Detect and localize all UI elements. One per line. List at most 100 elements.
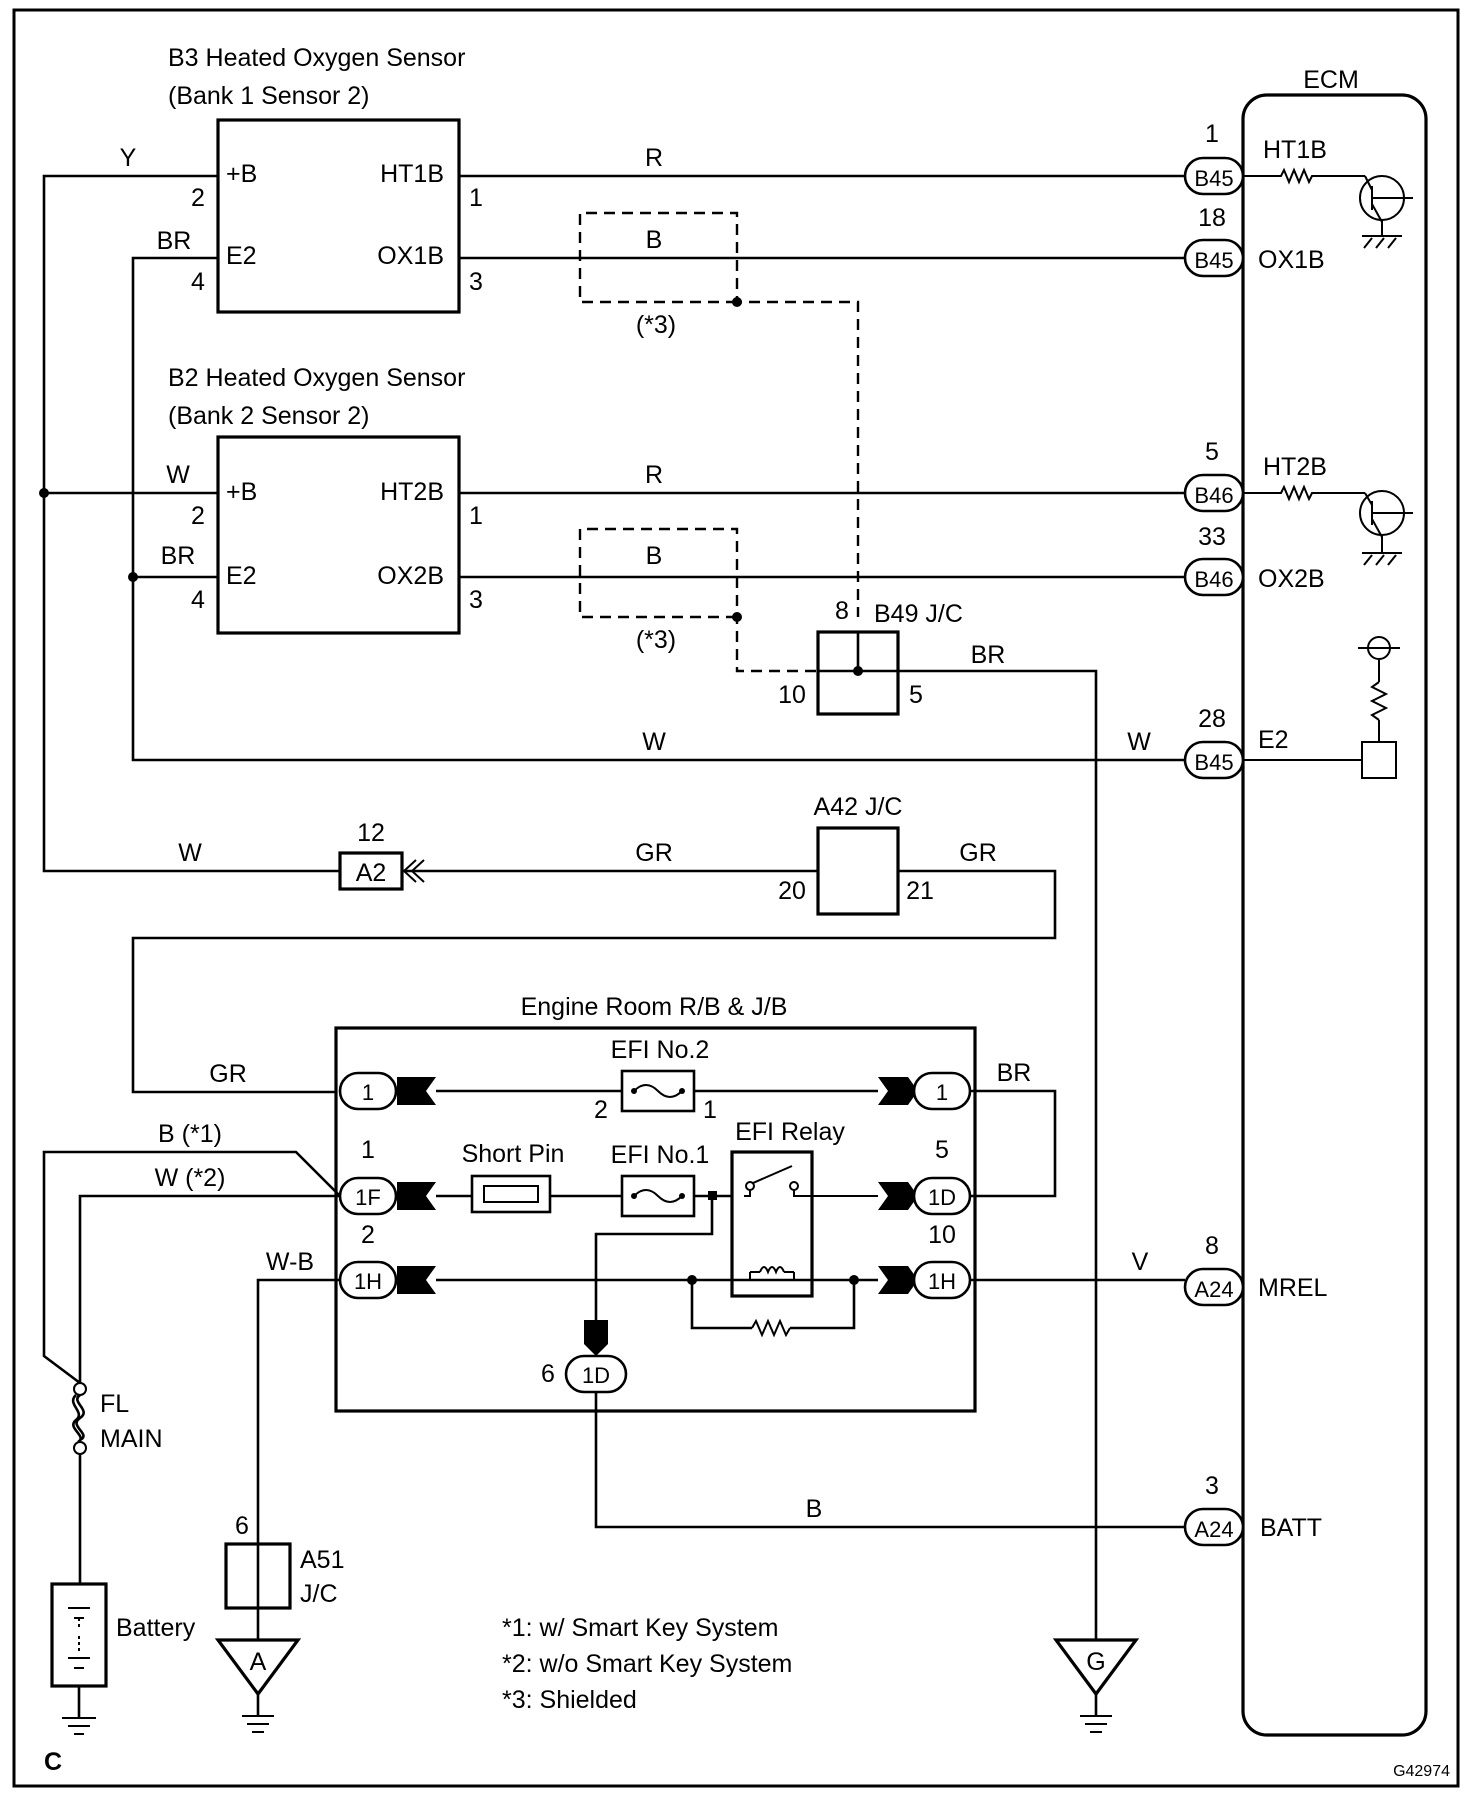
wire-color: W xyxy=(642,728,666,756)
wire-color: BR xyxy=(971,641,1006,669)
b2-oxygen-sensor: B2 Heated Oxygen Sensor (Bank 2 Sensor 2… xyxy=(168,364,483,635)
ground-a: A xyxy=(214,1638,302,1733)
svg-text:B45: B45 xyxy=(1194,248,1233,273)
svg-text:1F: 1F xyxy=(355,1185,381,1210)
b2-pin-number: 4 xyxy=(191,586,205,614)
a2-connector: A2 12 W GR xyxy=(178,819,818,891)
relay-block-connector-left-1: 1 xyxy=(338,1071,436,1111)
wire-color: BR xyxy=(161,542,196,570)
svg-text:3: 3 xyxy=(1205,1472,1219,1500)
efi-no2-pin: 2 xyxy=(594,1096,608,1124)
shield-label: (*3) xyxy=(636,311,676,339)
wire-color: GR xyxy=(635,839,673,867)
power-wiring: BR GR V B B (*1) W (*2) W-B xyxy=(42,1059,1185,1544)
a2-pin: 12 xyxy=(357,819,385,847)
b3-pin-number: 2 xyxy=(191,184,205,212)
wire-color: B xyxy=(646,542,663,570)
svg-text:A24: A24 xyxy=(1194,1517,1233,1542)
efi-no2-fuse: EFI No.2 2 1 xyxy=(594,1036,717,1124)
ecm-title: ECM xyxy=(1303,66,1359,94)
short-pin-label: Short Pin xyxy=(462,1140,565,1168)
svg-text:6: 6 xyxy=(541,1360,555,1388)
svg-text:OX2B: OX2B xyxy=(1258,565,1325,593)
b49-junction: B49 J/C 8 10 5 BR xyxy=(778,597,1098,1680)
b3-pin-ht1b: HT1B xyxy=(380,160,444,188)
relay-block-connector-1h-right: 1H 10 xyxy=(878,1221,972,1300)
wire-color: R xyxy=(645,144,663,172)
svg-text:5: 5 xyxy=(1205,438,1219,466)
svg-text:E2: E2 xyxy=(1258,726,1289,754)
wire-color: R xyxy=(645,461,663,489)
wire-color: GR xyxy=(209,1060,247,1088)
a51-label: J/C xyxy=(300,1580,338,1608)
svg-text:BATT: BATT xyxy=(1260,1514,1322,1542)
a51-junction: 6 A51 J/C xyxy=(224,1512,344,1640)
ecm-connector-mrel: A24 8 MREL xyxy=(1183,1232,1328,1307)
wire-color: B (*1) xyxy=(158,1120,222,1148)
svg-text:OX1B: OX1B xyxy=(1258,246,1325,274)
b2-sensor-subtitle: (Bank 2 Sensor 2) xyxy=(168,402,370,430)
wire-color: W-B xyxy=(266,1248,314,1276)
wire-color: B xyxy=(806,1495,823,1523)
sensor-wiring: Y BR R B W BR R B W W xyxy=(39,144,1185,873)
relay-block-connector-1h-left: 1H 2 xyxy=(338,1221,436,1300)
b49-pin: 5 xyxy=(909,681,923,709)
svg-text:2: 2 xyxy=(361,1221,375,1249)
shield-label: (*3) xyxy=(636,626,676,654)
svg-text:33: 33 xyxy=(1198,523,1226,551)
svg-text:5: 5 xyxy=(935,1136,949,1164)
wire-color: B xyxy=(646,226,663,254)
ecm-connector-ht2b: B46 5 HT2B xyxy=(1183,438,1327,513)
svg-text:B46: B46 xyxy=(1194,483,1233,508)
svg-text:28: 28 xyxy=(1198,705,1226,733)
svg-text:B46: B46 xyxy=(1194,567,1233,592)
b3-pin-number: 3 xyxy=(469,268,483,296)
b49-label: B49 J/C xyxy=(874,600,963,628)
relay-block-title: Engine Room R/B & J/B xyxy=(521,993,788,1021)
b3-pin-b: +B xyxy=(226,160,257,188)
b2-pin-number: 2 xyxy=(191,502,205,530)
ecm-heater-driver-2 xyxy=(1243,484,1413,566)
efi-relay-label: EFI Relay xyxy=(735,1118,845,1146)
wire-color: W xyxy=(178,839,202,867)
ground-g: G xyxy=(1052,1638,1140,1733)
a42-label: A42 J/C xyxy=(814,793,903,821)
fl-main-fusible-link: FL MAIN xyxy=(71,1382,163,1584)
ecm: ECM xyxy=(1241,66,1428,1737)
shield-top: (*3) xyxy=(578,211,860,617)
a42-junction: A42 J/C 20 21 GR xyxy=(131,793,1057,1094)
a2-label: A2 xyxy=(356,859,387,887)
efi-no1-fuse: EFI No.1 xyxy=(611,1141,709,1218)
ecm-connector-batt: A24 3 BATT xyxy=(1183,1472,1322,1547)
svg-text:1: 1 xyxy=(361,1136,375,1164)
ecm-e2-reference-circuit xyxy=(1243,636,1400,779)
b3-sensor-subtitle: (Bank 1 Sensor 2) xyxy=(168,82,370,110)
svg-text:8: 8 xyxy=(1205,1232,1219,1260)
fl-main-label: FL xyxy=(100,1390,129,1418)
a51-pin: 6 xyxy=(235,1512,249,1540)
svg-text:A24: A24 xyxy=(1194,1277,1233,1302)
svg-text:1H: 1H xyxy=(928,1269,956,1294)
svg-text:B45: B45 xyxy=(1194,750,1233,775)
ground-g-label: G xyxy=(1086,1648,1105,1676)
b3-pin-number: 1 xyxy=(469,184,483,212)
wire-color: BR xyxy=(157,227,192,255)
battery-label: Battery xyxy=(116,1614,196,1642)
battery: Battery xyxy=(50,1582,196,1735)
b2-sensor-title: B2 Heated Oxygen Sensor xyxy=(168,364,465,392)
ecm-terminals: B45 1 HT1B B45 18 OX1B B46 5 HT2B B46 33… xyxy=(1183,120,1413,1547)
svg-text:10: 10 xyxy=(928,1221,956,1249)
svg-text:1: 1 xyxy=(1205,120,1219,148)
svg-text:B45: B45 xyxy=(1194,166,1233,191)
wire-color: W xyxy=(166,461,190,489)
fl-main-label: MAIN xyxy=(100,1425,163,1453)
ground-a-label: A xyxy=(250,1648,267,1676)
ecm-connector-ox2b: B46 33 OX2B xyxy=(1183,523,1325,597)
page-frame xyxy=(12,8,1460,1788)
efi-no2-label: EFI No.2 xyxy=(611,1036,710,1064)
wire-color: Y xyxy=(120,144,137,172)
relay-block-connector-right-1: 1 xyxy=(878,1071,972,1111)
b3-pin-ox1b: OX1B xyxy=(377,242,444,270)
b2-pin-e2: E2 xyxy=(226,562,257,590)
